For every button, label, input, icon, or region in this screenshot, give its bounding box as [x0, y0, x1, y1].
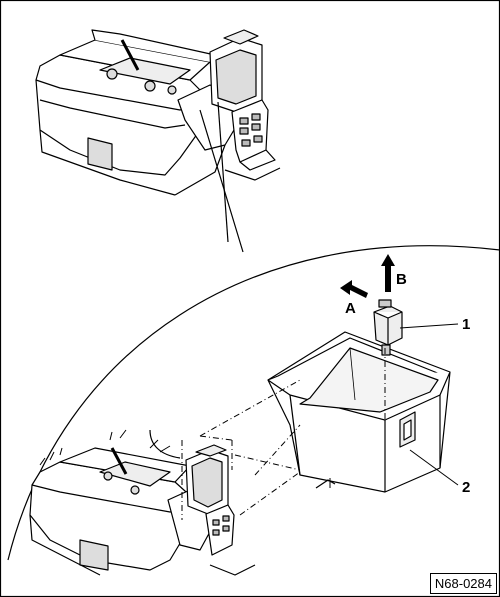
direction-arrow-b [381, 254, 395, 292]
console-overview-drawing [35, 29, 281, 196]
callout-leaders [399, 323, 459, 486]
figure-reference-code: N68-0284 [429, 573, 497, 594]
switch-part-drawing [373, 299, 403, 356]
callout-label-2: 2 [462, 479, 471, 496]
callout-label-1: 1 [462, 316, 471, 333]
callout-label-a: A [345, 300, 356, 317]
assembly-guide-lines [181, 348, 386, 520]
storage-compartment-drawing [267, 331, 451, 493]
direction-arrow-a [340, 280, 368, 298]
callout-label-b: B [396, 271, 407, 288]
console-detail-drawing [29, 429, 256, 576]
